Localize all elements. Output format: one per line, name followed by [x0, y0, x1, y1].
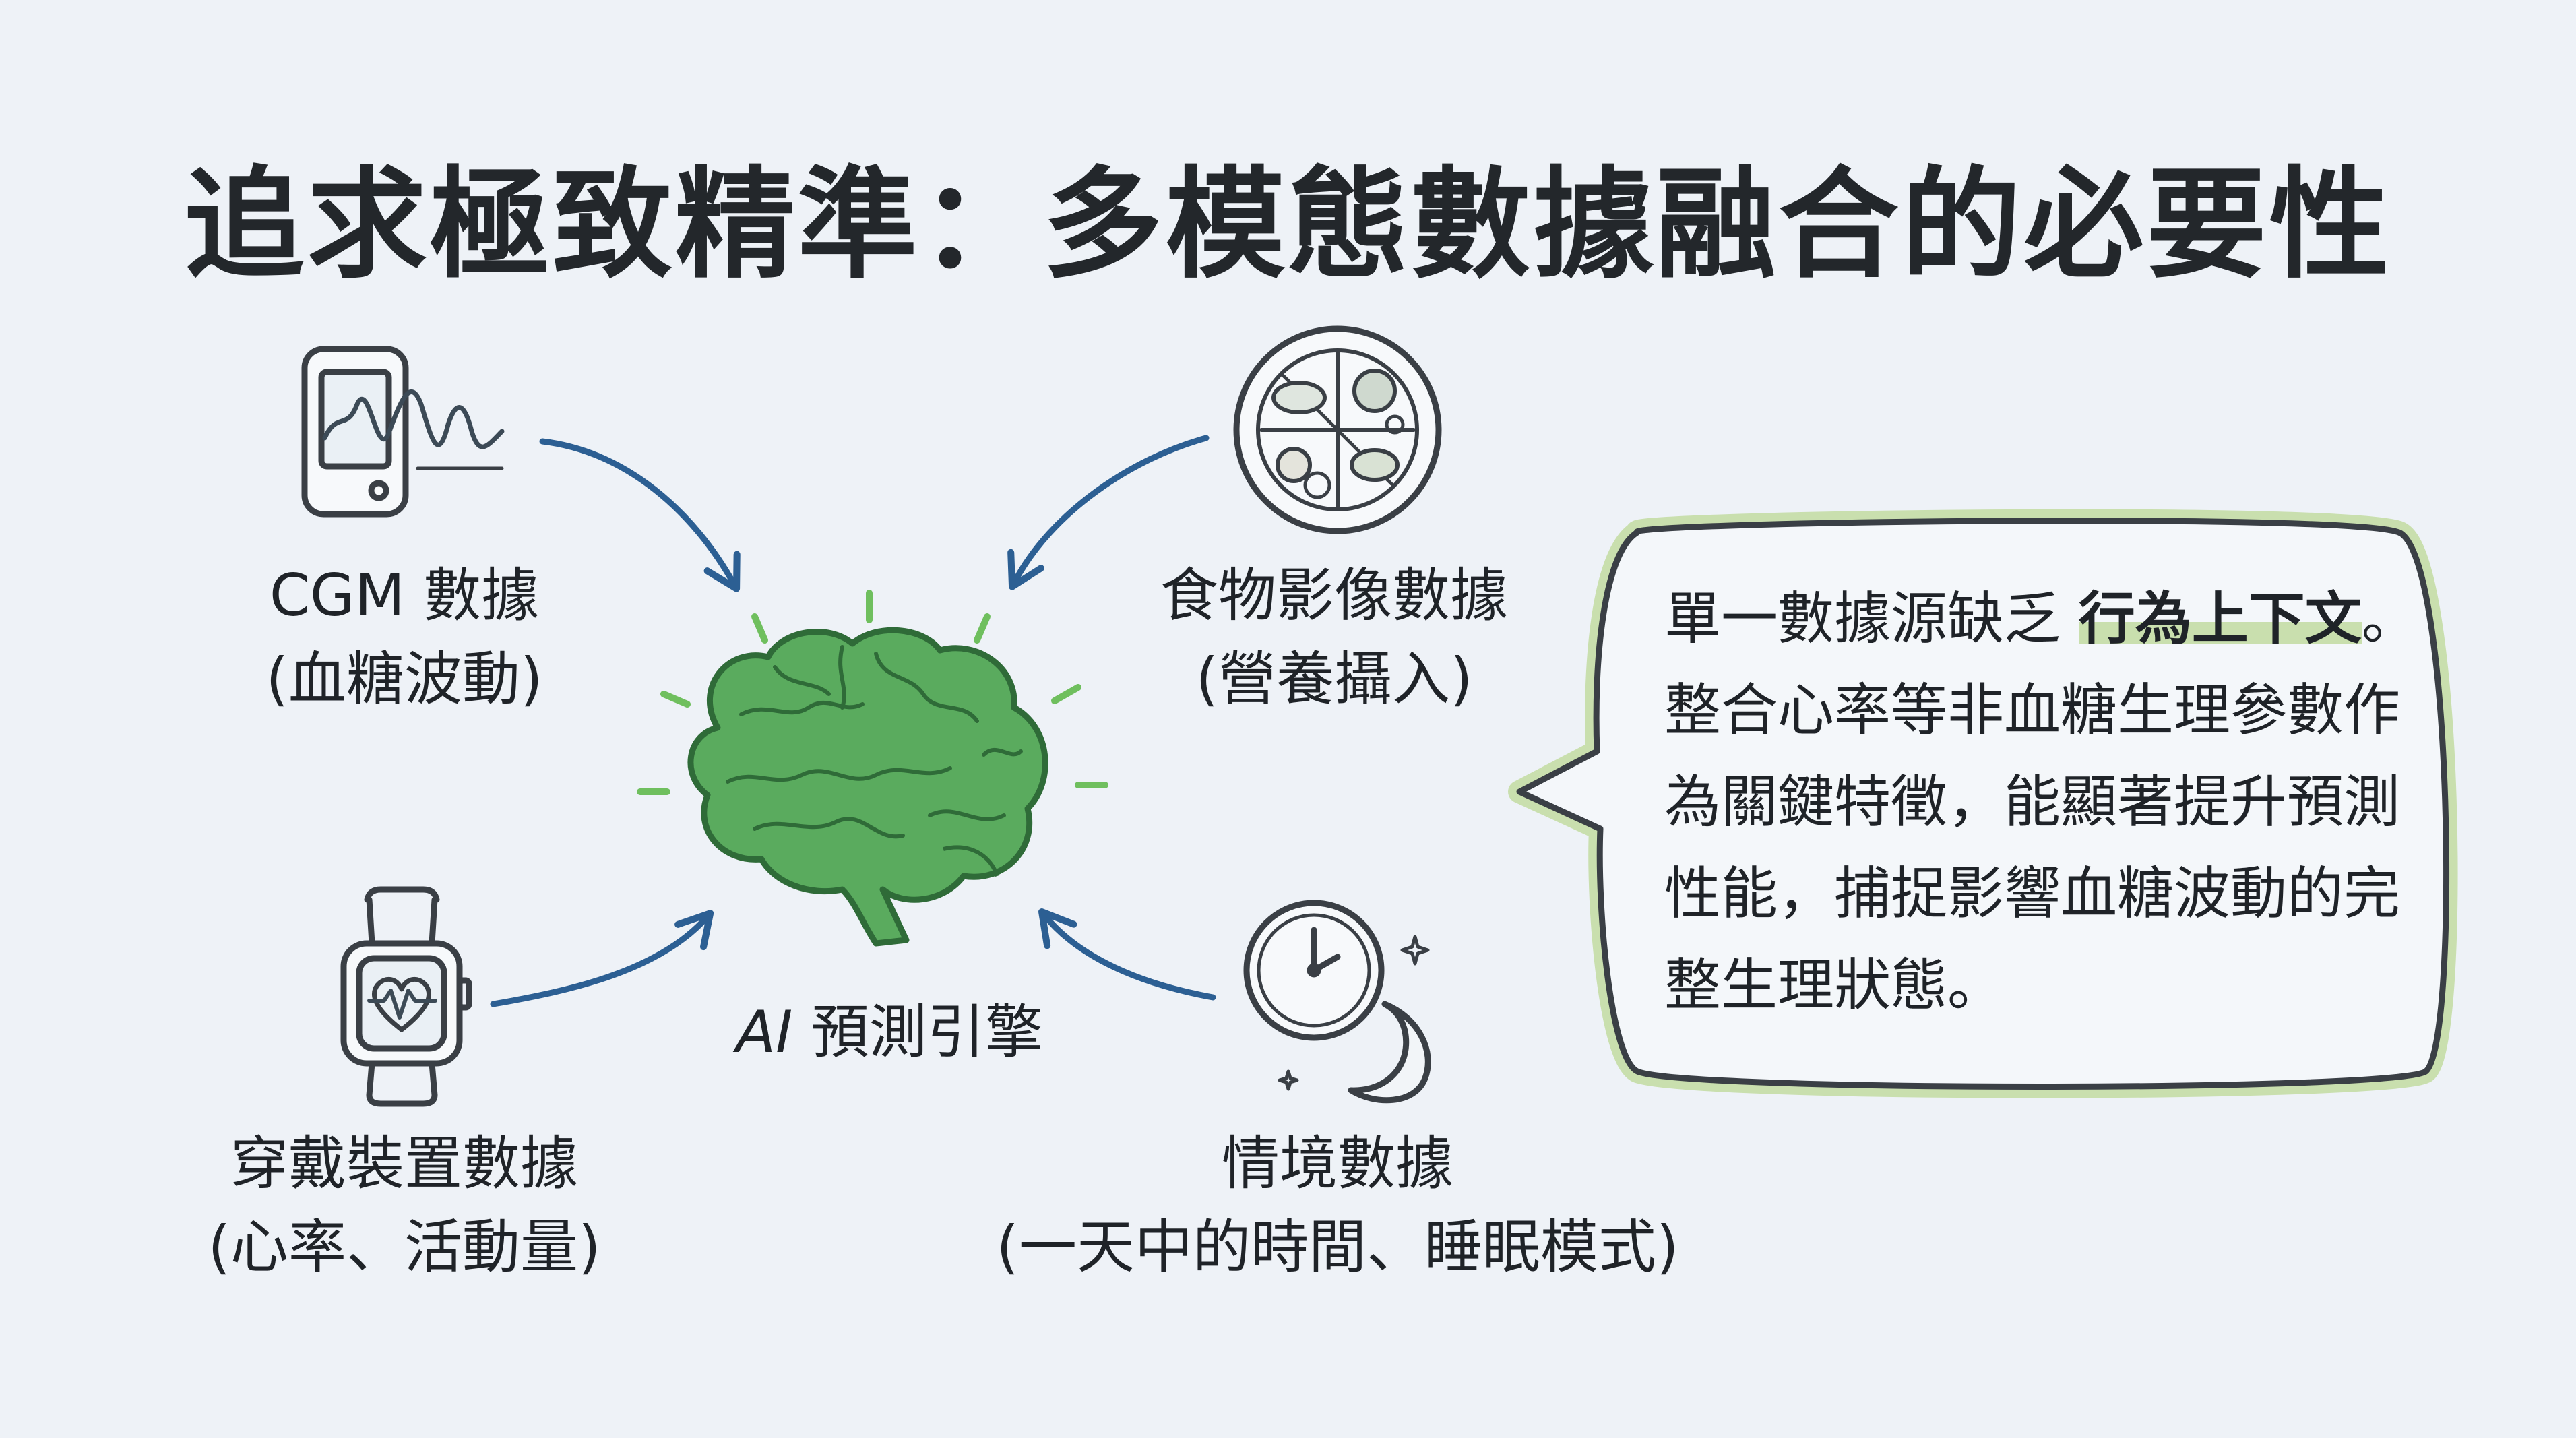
speech-bubble: [1508, 509, 2458, 1098]
food-plate-icon: [1233, 325, 1442, 534]
arrows: [490, 435, 1216, 1007]
bubble-text-before: 單一數據源缺乏: [1664, 586, 2061, 652]
glucose-monitor-phone-icon: [301, 346, 505, 518]
bubble-text: 單一數據源缺乏 行為上下文。整合心率等非血糖生理參數作為關鍵特徵，能顯著提升預測…: [1664, 573, 2426, 1031]
page-title: 追求極致精準：多模態數據融合的必要性: [184, 155, 2392, 294]
bubble-text-after: 。整合心率等非血糖生理參數作為關鍵特徵，能顯著提升預測性能，捕捉影響血糖波動的完…: [1664, 586, 2418, 1018]
wearable-detail: (心率、活動量): [208, 1214, 601, 1281]
clock-moon-icon: [1243, 900, 1431, 1104]
context-detail: (一天中的時間、睡眠模式): [996, 1214, 1679, 1281]
label-context: 情境數據 (一天中的時間、睡眠模式): [957, 1122, 1718, 1289]
arrow-cgm-to-engine: [539, 438, 741, 592]
bubble-text-highlight: 行為上下文: [2078, 586, 2362, 652]
brain-icon: [637, 590, 1108, 947]
arrow-context-to-engine: [1038, 908, 1216, 1001]
label-cgm: CGM 數據 (血糖波動): [222, 554, 586, 721]
engine-name: 預測引擎: [811, 999, 1043, 1066]
context-name: 情境數據: [1222, 1130, 1453, 1197]
food-name: 食物影像數據: [1160, 562, 1508, 629]
arrow-food-to-engine: [1007, 435, 1210, 590]
cgm-detail: (血糖波動): [265, 646, 543, 713]
label-food: 食物影像數據 (營養攝入): [1105, 554, 1563, 721]
wearable-name: 穿戴裝置數據: [230, 1130, 578, 1197]
food-detail: (營養攝入): [1195, 646, 1473, 713]
engine-label: AI 預測引擎: [701, 991, 1078, 1074]
engine-ai: AI: [736, 999, 793, 1066]
label-wearable: 穿戴裝置數據 (心率、活動量): [175, 1122, 633, 1289]
arrow-wearable-to-engine: [490, 910, 714, 1007]
smartwatch-heart-icon: [340, 886, 472, 1107]
cgm-name: CGM 數據: [269, 562, 540, 629]
